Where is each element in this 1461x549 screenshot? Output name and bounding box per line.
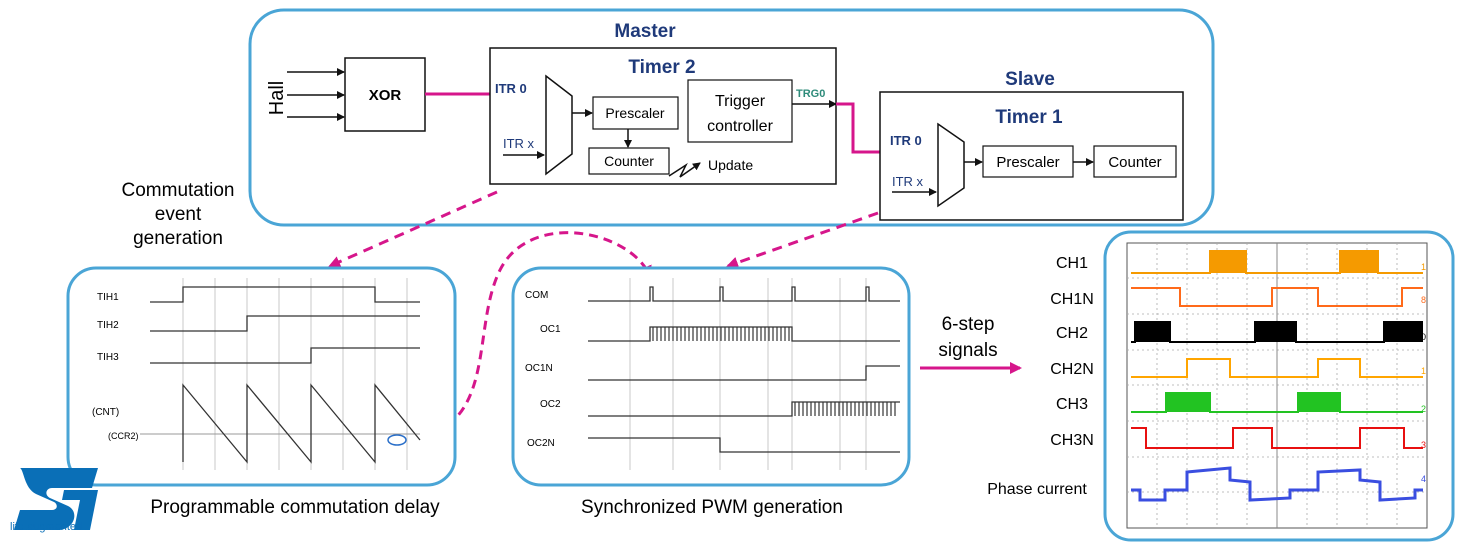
- ch-label-ch3n: CH3N: [1050, 432, 1094, 449]
- sig-oc1: OC1: [540, 324, 561, 335]
- commutation-label-2: event: [155, 204, 202, 225]
- delay-waveforms: [140, 286, 421, 464]
- six-step-label-1: 6-step: [942, 314, 995, 335]
- timer1-itr0: ITR 0: [890, 133, 922, 148]
- ch-label-ch2n: CH2N: [1050, 361, 1094, 378]
- ch-label-phase: Phase current: [987, 481, 1087, 498]
- sig-tih2: TIH2: [97, 320, 119, 331]
- timer2-mux: [545, 74, 573, 176]
- six-step-label-2: signals: [938, 340, 997, 361]
- svg-text:2: 2: [1421, 404, 1426, 414]
- ccr2-marker: [387, 434, 407, 446]
- oc2-pwm-hatch: [794, 402, 896, 416]
- ch-label-ch1n: CH1N: [1050, 291, 1094, 308]
- update-label: Update: [708, 157, 753, 173]
- scope-traces: [1131, 250, 1423, 502]
- svg-text:0: 0: [1421, 332, 1426, 342]
- sig-tih3: TIH3: [97, 352, 119, 363]
- st-logo-tagline: life.augmented: [10, 521, 82, 533]
- trigger-label-1: Trigger: [715, 93, 766, 110]
- svg-text:3: 3: [1421, 440, 1426, 450]
- update-zigzag: [668, 162, 701, 178]
- sig-oc2n: OC2N: [527, 438, 555, 449]
- commutation-label-3: generation: [133, 228, 223, 249]
- timer1-prescaler-label: Prescaler: [996, 154, 1059, 171]
- ch-label-ch1: CH1: [1056, 255, 1088, 272]
- ch-label-ch3: CH3: [1056, 396, 1088, 413]
- slave-title: Slave: [1005, 69, 1055, 90]
- pwm-panel-frame: [511, 266, 911, 487]
- xor-block: [344, 57, 426, 132]
- timer1-mux: [937, 122, 965, 208]
- pwm-caption: Synchronized PWM generation: [581, 497, 843, 518]
- delay-panel-frame: [66, 266, 457, 487]
- timer1-title: Timer 1: [995, 107, 1063, 128]
- sig-oc1n: OC1N: [525, 363, 553, 374]
- sig-com: COM: [525, 290, 548, 301]
- timer2-itr0: ITR 0: [495, 81, 527, 96]
- xor-label: XOR: [369, 87, 402, 104]
- master-title: Master: [614, 21, 676, 42]
- ccr2-to-com-dashed-arrow: [405, 231, 652, 442]
- svg-text:8: 8: [1421, 295, 1426, 305]
- timer2-counter: [588, 147, 670, 175]
- timer1-prescaler: [982, 145, 1074, 178]
- timer2-prescaler: [592, 96, 679, 130]
- scope-channel-markers: 1 8 0 1 2 3 4: [1421, 262, 1426, 484]
- svg-text:4: 4: [1421, 474, 1426, 484]
- oc1-pwm-hatch: [652, 327, 790, 341]
- st-logo: [14, 468, 98, 530]
- sig-cnt: (CNT): [92, 407, 119, 418]
- master-frame: [248, 8, 1215, 227]
- commutation-label-1: Commutation: [122, 180, 235, 201]
- timer1-to-pwm-dashed-arrow: [726, 211, 879, 269]
- sig-oc2: OC2: [540, 399, 561, 410]
- hall-label: Hall: [266, 81, 288, 115]
- timer1-counter: [1093, 145, 1177, 178]
- timer1-counter-label: Counter: [1108, 154, 1161, 171]
- ch-label-ch2: CH2: [1056, 325, 1088, 342]
- timer2-itrx: ITR x: [503, 136, 535, 151]
- timer1-itrx: ITR x: [892, 174, 924, 189]
- timer2-prescaler-label: Prescaler: [605, 105, 664, 121]
- timer2-title: Timer 2: [628, 57, 695, 78]
- trigger-controller: [687, 79, 793, 143]
- timer2-to-delay-dashed-arrow: [328, 190, 498, 268]
- svg-text:1: 1: [1421, 366, 1426, 376]
- trigger-label-2: controller: [707, 118, 773, 135]
- delay-caption: Programmable commutation delay: [150, 497, 440, 518]
- svg-text:1: 1: [1421, 262, 1426, 272]
- timer2-counter-label: Counter: [604, 153, 654, 169]
- sig-ccr2: (CCR2): [108, 431, 139, 441]
- trgo-label: TRG0: [796, 88, 825, 100]
- sig-tih1: TIH1: [97, 292, 119, 303]
